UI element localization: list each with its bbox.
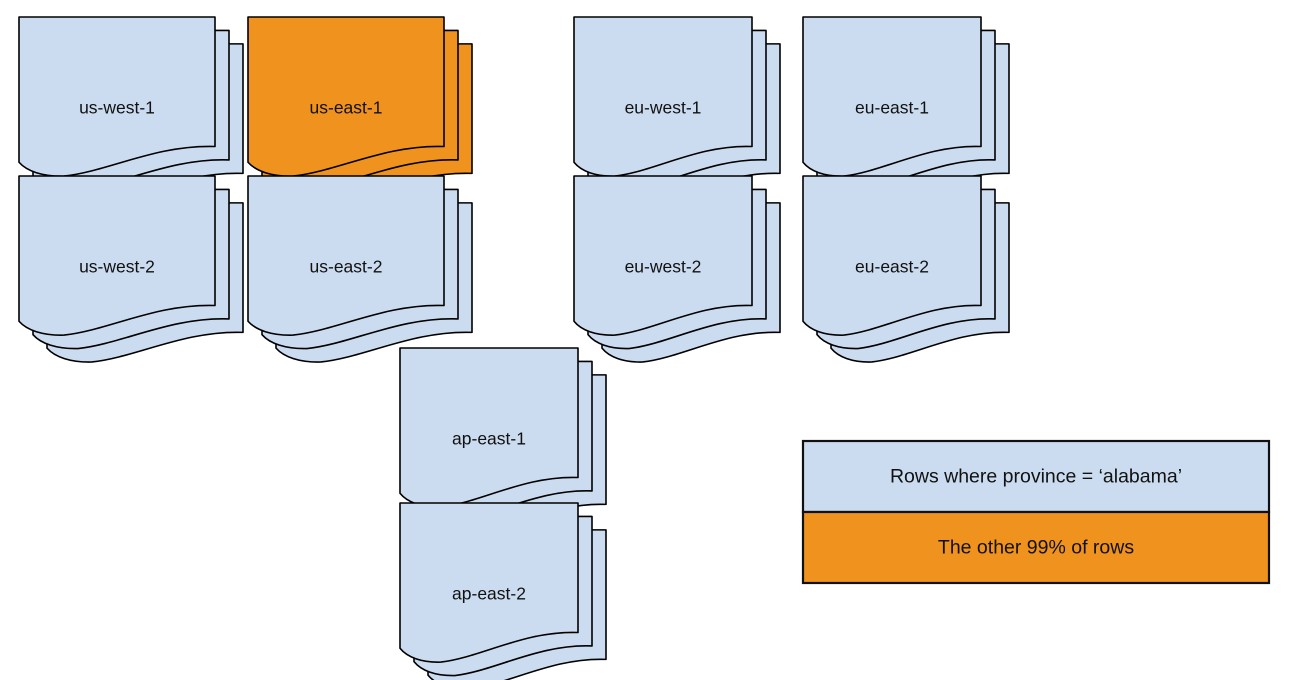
document-stack-ap-east-2[interactable]: ap-east-2: [399, 502, 607, 680]
legend-row-alabama-swatch: [801, 439, 1271, 514]
stack-label: us-east-2: [310, 256, 383, 276]
stack-label: us-west-1: [79, 97, 155, 117]
legend-layer: Rows where province = ‘alabama’ The other…: [801, 439, 1271, 585]
legend-row-alabama-label: Rows where province = ‘alabama’: [890, 466, 1182, 488]
document-sheet-front: [18, 175, 216, 336]
document-sheet-front: [18, 16, 216, 177]
document-stack-eu-east-1[interactable]: eu-east-1: [802, 16, 1010, 204]
document-stack-ap-east-1[interactable]: ap-east-1: [399, 347, 607, 535]
document-stack-us-east-2[interactable]: us-east-2: [247, 175, 473, 363]
stack-label: us-east-1: [310, 97, 383, 117]
document-stack-us-east-1[interactable]: us-east-1: [247, 16, 473, 204]
document-sheet-front: [399, 502, 579, 663]
document-sheet-front: [802, 175, 982, 336]
stack-label: eu-east-1: [855, 97, 929, 117]
document-stack-eu-east-2[interactable]: eu-east-2: [802, 175, 1010, 363]
stack-label: ap-east-2: [452, 583, 526, 603]
document-sheet-front: [573, 175, 753, 336]
document-sheet-front: [802, 16, 982, 177]
stack-label: ap-east-1: [452, 428, 526, 448]
stack-label: eu-west-2: [625, 256, 702, 276]
document-stack-eu-west-2[interactable]: eu-west-2: [573, 175, 781, 363]
stack-label: eu-east-2: [855, 256, 929, 276]
stack-label: eu-west-1: [625, 97, 702, 117]
document-stack-us-west-1[interactable]: us-west-1: [18, 16, 244, 204]
document-stack-eu-west-1[interactable]: eu-west-1: [573, 16, 781, 204]
document-sheet-front: [247, 175, 445, 336]
document-stack-us-west-2[interactable]: us-west-2: [18, 175, 244, 363]
document-sheet-front: [247, 16, 445, 177]
document-sheet-front: [573, 16, 753, 177]
document-stacks-layer: us-west-1 us-east-1 eu-west-1 eu-east-1 us-w…: [18, 16, 1010, 680]
legend-row-other-label: The other 99% of rows: [938, 537, 1134, 559]
legend-row-other-swatch: [801, 510, 1271, 585]
stack-label: us-west-2: [79, 256, 155, 276]
